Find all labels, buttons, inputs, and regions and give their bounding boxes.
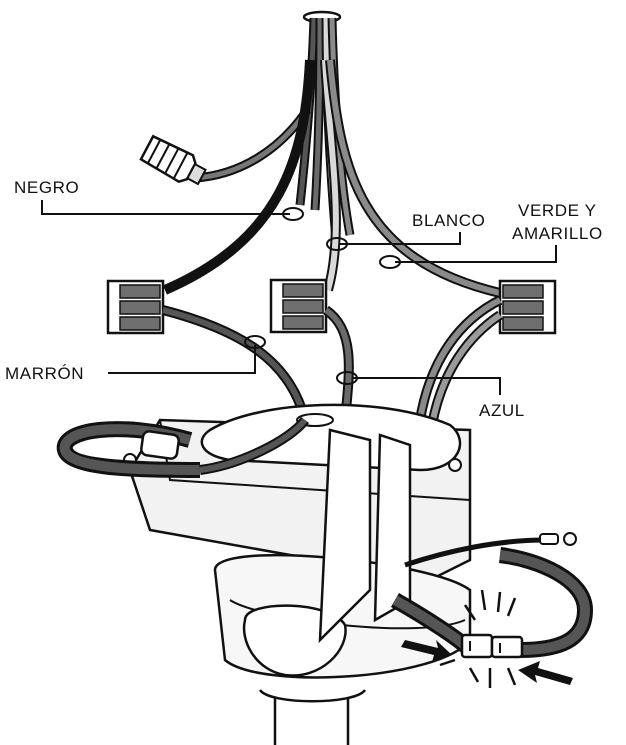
label-azul: AZUL <box>479 401 525 420</box>
label-blanco: BLANCO <box>412 211 486 230</box>
motor-cable-left <box>56 416 309 478</box>
black-wire <box>163 59 315 295</box>
brown-wire <box>161 305 310 422</box>
label-negro: NEGRO <box>14 178 79 197</box>
wire-nut-icon <box>139 107 311 186</box>
click-burst-icon <box>439 589 517 688</box>
label-verde-y-amarillo-line1: VERDE Y <box>518 201 597 220</box>
arrow-icon <box>401 640 452 662</box>
ground-wires <box>415 295 503 426</box>
lever-connector-right <box>498 279 557 335</box>
lever-connector-left <box>106 279 165 335</box>
blue-wire <box>322 305 354 421</box>
white-wire <box>320 59 341 292</box>
leader-lines <box>41 200 557 395</box>
label-verde-y-amarillo-line2: AMARILLO <box>512 224 603 243</box>
label-marron: MARRÓN <box>5 364 84 383</box>
green-yellow-wire <box>325 59 502 298</box>
arrow-icon <box>518 661 573 685</box>
lever-connector-middle <box>269 278 328 334</box>
plug-connector-icon <box>391 532 594 659</box>
